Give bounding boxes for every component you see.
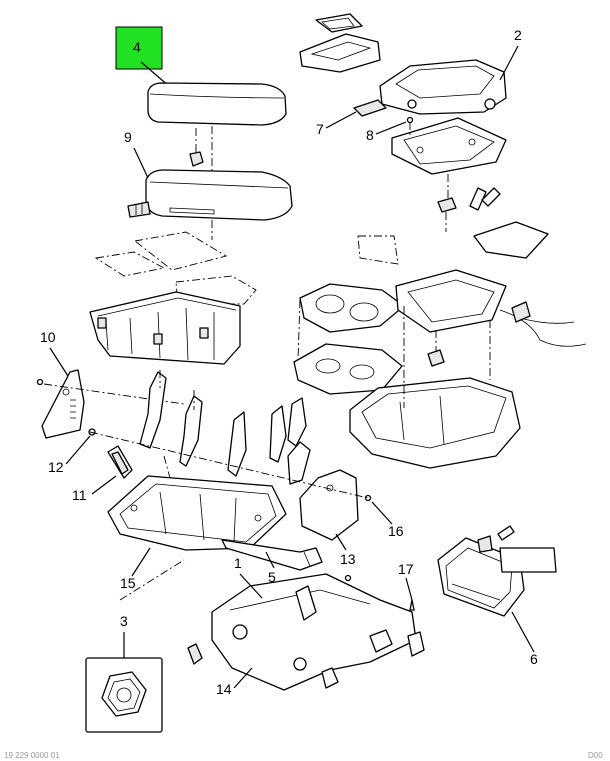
callout-6-label: 6: [530, 651, 538, 667]
callout-13-label: 13: [340, 551, 356, 567]
callout-15-label: 15: [120, 575, 136, 591]
callout-9-label: 9: [124, 129, 132, 145]
part-2-armrest-cover: [379, 59, 507, 115]
part-11-latch: [107, 445, 133, 479]
part-16-bolt: [364, 494, 372, 502]
callout-12-label: 12: [48, 459, 64, 475]
callout-3-label: 3: [120, 613, 128, 629]
part-6-storage-box: [437, 525, 557, 617]
mat-right: [473, 221, 549, 259]
callout-5-label: 5: [268, 569, 276, 585]
upper-frame-right: [395, 269, 587, 367]
part-14-lower-housing: [187, 573, 425, 691]
hinge-bracket-set: [139, 371, 311, 485]
part-4-cushion-pad: [147, 82, 287, 126]
callout-4-label: 4: [133, 39, 141, 55]
callout-2-label: 2: [514, 27, 522, 43]
part-12-washer: [88, 428, 96, 436]
callout-16-label: 16: [388, 523, 404, 539]
console-body-right: [349, 377, 521, 469]
part-15-base-frame: [107, 475, 287, 551]
callout-4-highlighted[interactable]: 4: [115, 26, 171, 88]
footer-left-code: 19 229 0000 01: [4, 751, 60, 760]
part-13-plate: [299, 469, 359, 541]
hinge-plate: [391, 117, 507, 175]
part-17-screw: [409, 599, 415, 611]
part-7-pull-handle: [353, 99, 387, 117]
footer-right-code: D00: [588, 751, 603, 760]
callout-4-highlight-box: [115, 26, 163, 70]
latch-fasteners-right: [437, 187, 501, 213]
callout-10-label: 10: [40, 329, 56, 345]
callout-8-label: 8: [366, 127, 374, 143]
callout-11-label: 11: [72, 487, 87, 503]
callout-17-label: 17: [398, 561, 414, 577]
part-10-side-bracket: [41, 369, 85, 439]
storage-bin-left: [89, 291, 241, 365]
part-5-strap: [221, 539, 323, 571]
callout-1-label: 1: [234, 555, 242, 571]
part-9-lid: [127, 151, 293, 221]
cup-holder-tray: [293, 283, 405, 395]
callout-14-label: 14: [216, 681, 232, 697]
part-3-nut-box: [85, 657, 163, 733]
part-8-screw: [406, 116, 414, 124]
upper-cover-assembly: [299, 13, 381, 73]
callout-7-label: 7: [316, 121, 324, 137]
